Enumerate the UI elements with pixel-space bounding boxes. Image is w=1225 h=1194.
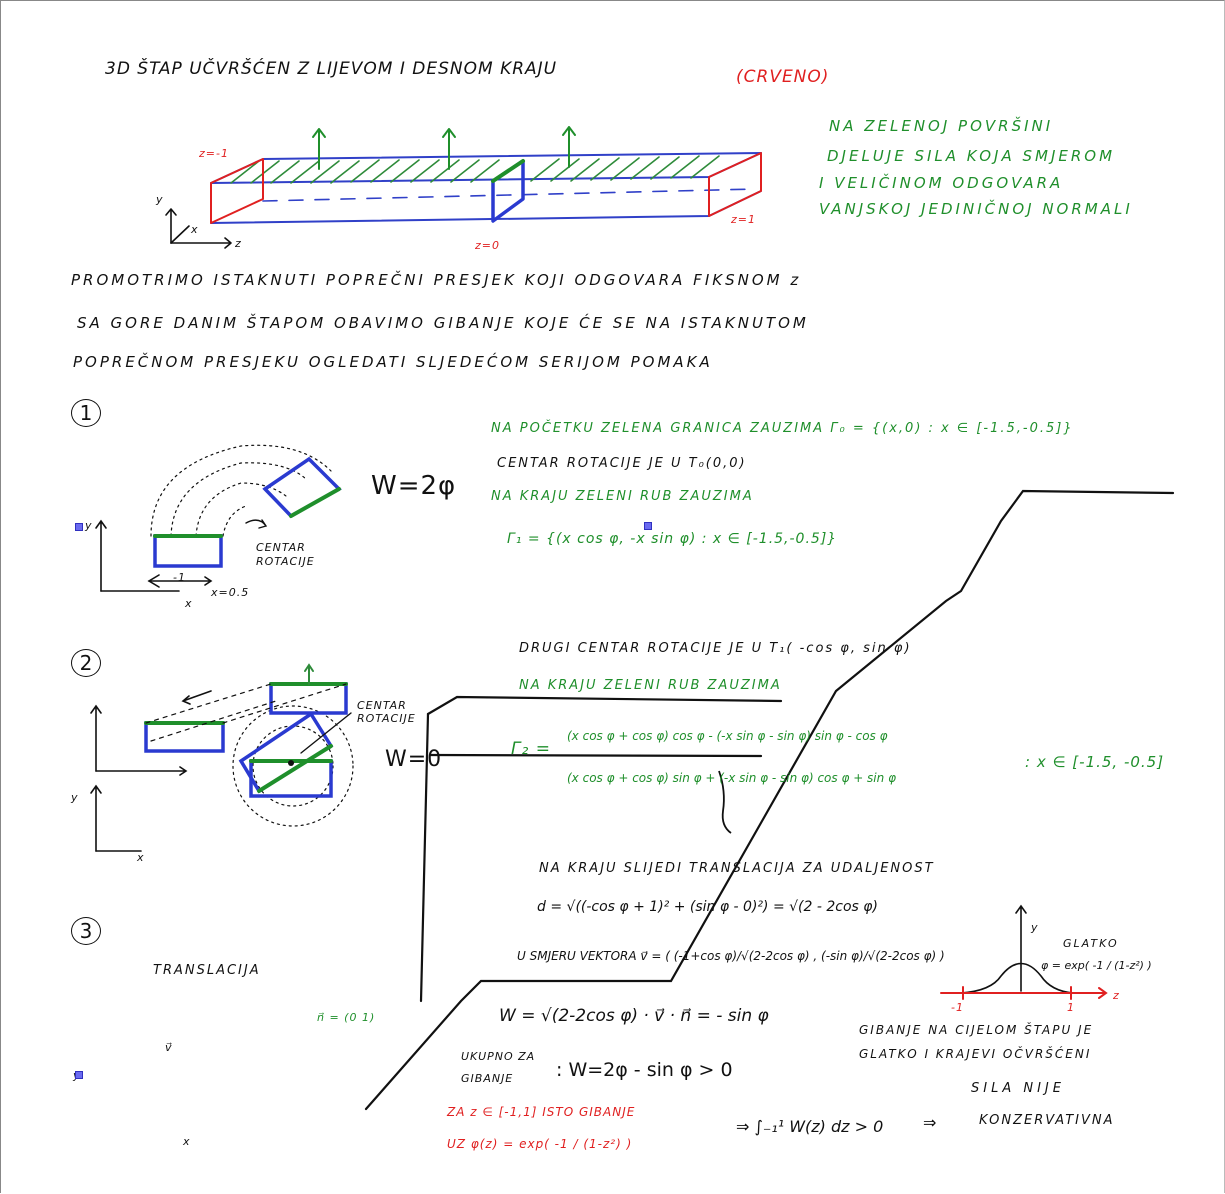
step3-work-line: W = √(2-2cos φ) · v⃗ · n⃗ = - sin φ	[499, 1006, 769, 1026]
smooth-title: GLATKO	[1063, 937, 1119, 950]
smooth-curve-sketch	[940, 904, 1108, 1000]
step1-sketch	[95, 444, 342, 592]
step1-line-3: NA KRAJU ZELENI RUB ZAUZIMA	[491, 489, 754, 504]
intro-line-3: POPREČNOM PRESJEKU OGLEDATI SLJEDEĆOM SE…	[73, 353, 713, 371]
step1-number: 1	[71, 399, 101, 427]
brace-mark	[718, 770, 732, 834]
step3-red-line-2: UZ φ(z) = exp( -1 / (1-z²) )	[447, 1137, 633, 1151]
step3-integral: ⇒ ∫₋₁¹ W(z) dz > 0	[736, 1117, 884, 1136]
intro-line-1: PROMOTRIMO ISTAKNUTI POPREČNI PRESJEK KO…	[71, 271, 802, 289]
step2-sketch	[90, 705, 354, 852]
step3-total-label: UKUPNO ZA GIBANJE	[461, 1050, 536, 1085]
page-title: 3D ŠTAP UČVRŠĆEN Z LIJEVOM I DESNOM KRAJ…	[105, 59, 558, 79]
step3-line-1: NA KRAJU SLIJEDI TRANSLACIJA ZA UDALJENO…	[539, 861, 935, 876]
smooth-formula: φ = exp( -1 / (1-z²) )	[1041, 959, 1152, 972]
step2-gamma-row-1: (x cos φ + cos φ) cos φ - (-x sin φ - si…	[567, 729, 888, 743]
force-note-line-3: I VELIČINOM ODGOVARA	[819, 174, 1064, 192]
step3-axis-x: x	[183, 1135, 191, 1148]
step3-n-label: n⃗ = (0 1)	[317, 1011, 376, 1024]
step3-line-3: U SMJERU VEKTORA v⃗ = ( (-1+cos φ)/√(2-2…	[517, 949, 945, 963]
smooth-axis-z: z	[1113, 989, 1120, 1002]
smooth-left-tick: -1	[951, 1001, 964, 1014]
step3-total-value: : W=2φ - sin φ > 0	[556, 1059, 733, 1081]
step1-x-mark2: x=0.5	[211, 586, 250, 599]
beam-axis-z: z	[235, 237, 242, 250]
title-note: (CRVENO)	[736, 67, 830, 87]
step2-line-2: NA KRAJU ZELENI RUB ZAUZIMA	[519, 678, 782, 693]
beam-mid-label: z=0	[475, 239, 500, 252]
divider-lines	[364, 489, 1175, 1111]
beam-axis-x: x	[191, 223, 199, 236]
beam-left-label: z=-1	[199, 147, 229, 160]
step1-axis-y: y	[85, 519, 93, 532]
step2-axis-y: y	[71, 791, 79, 804]
step2-work: W=0	[385, 747, 443, 772]
step3-conclusion: KONZERVATIVNA	[979, 1113, 1115, 1128]
anchor-marker	[75, 523, 83, 531]
step2-number: 2	[71, 649, 101, 677]
anchor-marker	[75, 1071, 83, 1079]
step2-gamma-row-2: (x cos φ + cos φ) sin φ + (-x sin φ - si…	[567, 771, 896, 785]
step1-work: W=2φ	[371, 471, 457, 501]
force-note-line-2: DJELUJE SILA KOJA SMJEROM	[827, 147, 1116, 165]
step1-line-4: Γ₁ = {(x cos φ, -x sin φ) : x ∈ [-1.5,-0…	[507, 531, 838, 547]
step3-red-line-1: ZA z ∈ [-1,1] ISTO GIBANJE	[447, 1105, 636, 1119]
beam-right-label: z=1	[731, 213, 756, 226]
step3-line-2: d = √((-cos φ + 1)² + (sin φ - 0)²) = √(…	[537, 899, 878, 915]
smooth-note-line-2: GLATKO I KRAJEVI OČVRŠĆENI	[859, 1047, 1092, 1061]
step1-axis-x: x	[185, 597, 193, 610]
step3-sketch	[90, 663, 348, 776]
step1-line-1: NA POČETKU ZELENA GRANICA ZAUZIMA Γ₀ = {…	[491, 421, 1074, 436]
step2-gamma-label: Γ₂ =	[511, 739, 551, 759]
smooth-note-line-1: GIBANJE NA CIJELOM ŠTAPU JE	[859, 1023, 1094, 1037]
force-conclusion-line: SILA NIJE	[971, 1081, 1065, 1096]
step1-line-2: CENTAR ROTACIJE JE U T₀(0,0)	[497, 456, 747, 471]
anchor-marker	[644, 522, 652, 530]
force-note-line-4: VANJSKOJ JEDINIČNOJ NORMALI	[819, 200, 1133, 218]
intro-line-2: SA GORE DANIM ŠTAPOM OBAVIMO GIBANJE KOJ…	[77, 314, 809, 332]
smooth-axis-y: y	[1031, 921, 1039, 934]
beam-sketch	[165, 126, 762, 249]
beam-axis-y: y	[156, 193, 164, 206]
step2-gamma-domain: : x ∈ [-1.5, -0.5]	[1025, 753, 1165, 771]
step2-axis-x: x	[137, 851, 145, 864]
step1-x-mark: -1	[173, 571, 186, 584]
step2-line-1: DRUGI CENTAR ROTACIJE JE U T₁( -cos φ, s…	[519, 641, 912, 656]
step3-number: 3	[71, 917, 101, 945]
force-note-line-1: NA ZELENOJ POVRŠINI	[829, 117, 1054, 135]
step3-conclusion-arrow: ⇒	[923, 1113, 937, 1132]
step3-title: TRANSLACIJA	[153, 963, 261, 978]
smooth-right-tick: 1	[1067, 1001, 1075, 1014]
step2-center-label: CENTAR ROTACIJE	[357, 699, 416, 725]
step1-center-label: CENTAR ROTACIJE	[256, 541, 315, 568]
step3-v-label: v⃗	[165, 1041, 173, 1054]
